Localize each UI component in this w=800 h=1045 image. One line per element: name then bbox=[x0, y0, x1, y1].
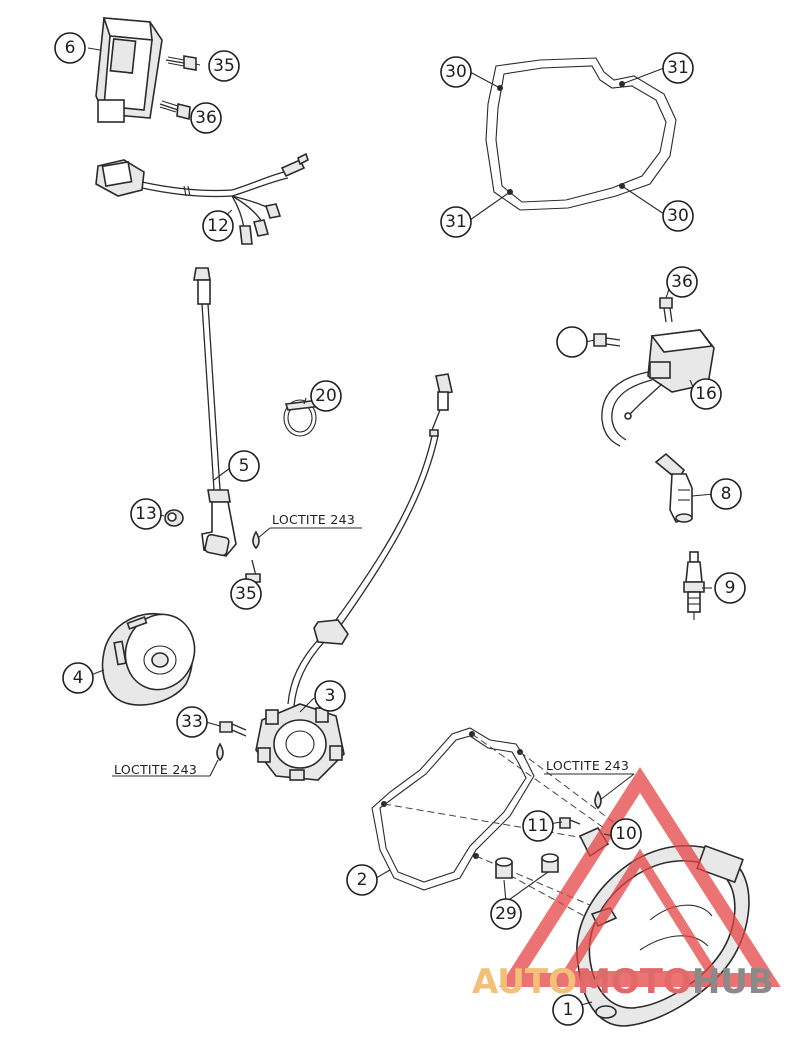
loctite-drop-11 bbox=[594, 790, 602, 810]
svg-text:13: 13 bbox=[135, 504, 157, 524]
watermark-triangle-inner bbox=[556, 848, 724, 981]
cdi-unit-drawing bbox=[95, 17, 163, 123]
callout-8: 8 bbox=[710, 478, 742, 510]
bolt-33-drawing bbox=[219, 721, 247, 737]
bolt-36b-drawing bbox=[593, 333, 621, 347]
callout-1: 1 bbox=[552, 994, 584, 1026]
leader-lines bbox=[87, 47, 715, 1009]
loctite-drop-33 bbox=[216, 742, 224, 762]
svg-text:3: 3 bbox=[325, 686, 336, 706]
callout-33: 33 bbox=[176, 706, 208, 738]
screw-11-drawing bbox=[559, 817, 581, 829]
svg-text:4: 4 bbox=[73, 668, 84, 688]
wiring-harness-drawing bbox=[95, 152, 309, 245]
callout-31a: 31 bbox=[662, 52, 694, 84]
stator-drawing bbox=[255, 703, 345, 781]
callout-34: 35 bbox=[230, 578, 262, 610]
spark-plug-drawing bbox=[683, 551, 705, 620]
svg-text:36: 36 bbox=[195, 108, 217, 128]
svg-text:8: 8 bbox=[721, 484, 732, 504]
svg-text:9: 9 bbox=[725, 578, 736, 598]
svg-text:2: 2 bbox=[357, 870, 368, 890]
svg-text:10: 10 bbox=[615, 824, 637, 844]
svg-text:16: 16 bbox=[695, 384, 717, 404]
automotohub-watermark bbox=[499, 767, 781, 987]
svg-text:33: 33 bbox=[181, 712, 203, 732]
loctite-drop-34 bbox=[252, 530, 260, 550]
callout-9: 9 bbox=[714, 572, 746, 604]
callout-4: 4 bbox=[62, 662, 94, 694]
callout-11: 11 bbox=[522, 810, 554, 842]
callout-16: 16 bbox=[690, 378, 722, 410]
callout-36a: 36 bbox=[666, 266, 698, 298]
callout-30b: 30 bbox=[662, 200, 694, 232]
svg-text:11: 11 bbox=[527, 816, 549, 836]
callout-35b: 36 bbox=[190, 102, 222, 134]
callout-20: 20 bbox=[310, 380, 342, 412]
ignition-coil-drawing bbox=[601, 329, 715, 447]
dowel-29a-drawing bbox=[495, 857, 513, 879]
svg-text:31: 31 bbox=[445, 212, 467, 232]
svg-text:35: 35 bbox=[235, 584, 257, 604]
callout-29: 29 bbox=[490, 898, 522, 930]
svg-text:1: 1 bbox=[563, 1000, 574, 1020]
callout-6: 6 bbox=[54, 32, 86, 64]
svg-text:5: 5 bbox=[239, 456, 250, 476]
cover-gasket-drawing bbox=[485, 57, 677, 211]
dowel-29b-drawing bbox=[541, 853, 559, 873]
svg-text:30: 30 bbox=[445, 62, 467, 82]
pickup-cable-drawing bbox=[193, 267, 237, 557]
loctite-note-3: LOCTITE 243 bbox=[546, 758, 629, 773]
watermark-hub: HUB bbox=[692, 962, 774, 1002]
bolt-36a-drawing bbox=[659, 297, 673, 323]
loctite-note-1: LOCTITE 243 bbox=[272, 512, 355, 527]
grommet-drawing bbox=[164, 509, 184, 527]
bolt-35b-drawing bbox=[159, 100, 191, 121]
svg-text:31: 31 bbox=[667, 58, 689, 78]
bolt-35a-drawing bbox=[165, 55, 197, 71]
spark-plug-cap-drawing bbox=[654, 452, 693, 523]
callout-5: 5 bbox=[228, 450, 260, 482]
stator-cable-drawing bbox=[287, 373, 453, 707]
svg-text:29: 29 bbox=[495, 904, 517, 924]
callout-3: 3 bbox=[314, 680, 346, 712]
callout-10: 10 bbox=[610, 818, 642, 850]
watermark-auto: AUTO bbox=[472, 962, 577, 1002]
callout-31b: 31 bbox=[440, 206, 472, 238]
callout-36b bbox=[556, 326, 588, 358]
svg-text:6: 6 bbox=[65, 38, 76, 58]
callout-2: 2 bbox=[346, 864, 378, 896]
callout-12: 12 bbox=[202, 210, 234, 242]
callout-30a: 30 bbox=[440, 56, 472, 88]
callout-13: 13 bbox=[130, 498, 162, 530]
svg-text:35: 35 bbox=[213, 56, 235, 76]
svg-text:12: 12 bbox=[207, 216, 229, 236]
watermark-moto: MOTO bbox=[577, 962, 692, 1002]
watermark-wordmark: AUTOMOTOHUB bbox=[472, 962, 774, 1002]
flywheel-rotor-drawing bbox=[101, 612, 196, 706]
svg-text:36: 36 bbox=[671, 272, 693, 292]
loctite-note-2: LOCTITE 243 bbox=[114, 762, 197, 777]
svg-text:20: 20 bbox=[315, 386, 337, 406]
svg-text:30: 30 bbox=[667, 206, 689, 226]
callout-35a: 35 bbox=[208, 50, 240, 82]
